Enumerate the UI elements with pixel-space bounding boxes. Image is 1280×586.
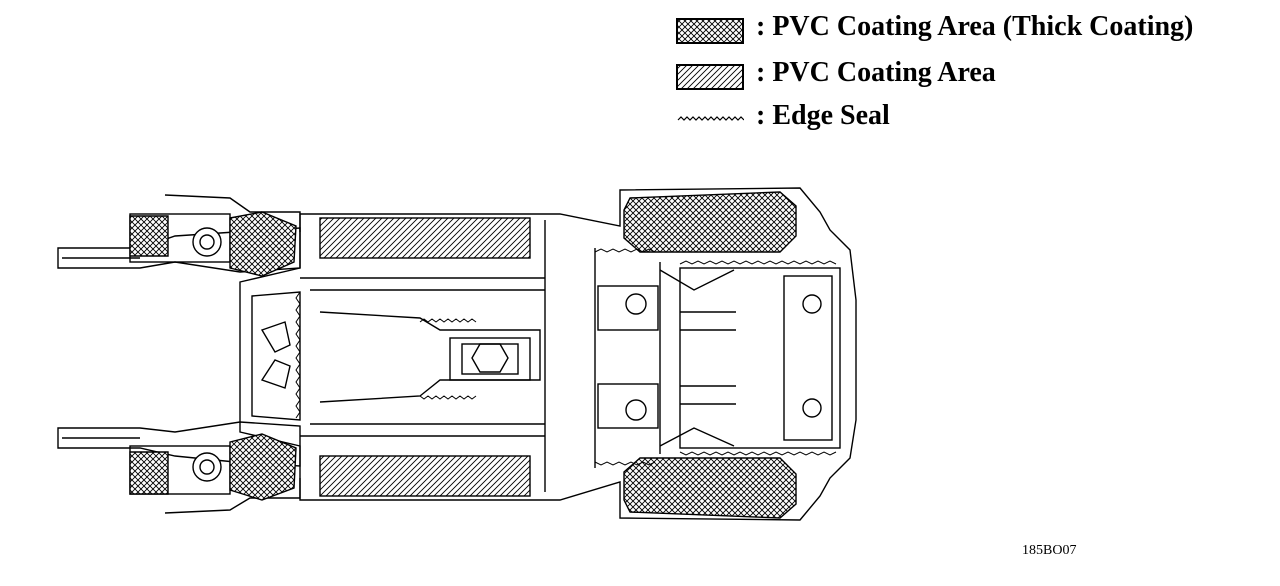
figure-id: 185BO07 [1022,543,1077,558]
thick-coating-rear-wheelwell-upper [623,191,797,253]
thick-coating-front-tower-upper [229,211,297,277]
edge-seal-tunnel-upper [419,318,477,323]
legend-label: : PVC Coating Area (Thick Coating) [756,11,1194,42]
thick-coating-front-left-upper [129,215,169,257]
thick-coating-front-left-lower [129,451,169,495]
rear-frame-box [679,267,841,449]
edge-seal-rear-lower [594,461,656,466]
edge-seal-front [295,291,301,419]
wavy-line-swatch-icon [677,116,744,121]
pvc-coating-rocker-upper [319,217,531,259]
thick-coating-front-tower-lower [229,433,297,501]
body-outline [239,187,857,521]
edge-seal-rear-upper [594,248,656,253]
diagonal-hatch-swatch-icon [676,64,744,90]
legend-label: : PVC Coating Area [756,57,996,88]
legend-label: : Edge Seal [756,100,890,131]
edge-seal-tunnel-lower [419,395,477,400]
edge-seal-rear-frame [679,260,837,265]
cross-hatch-swatch-icon [676,18,744,44]
pvc-coating-rocker-lower [319,455,531,497]
thick-coating-rear-wheelwell-lower [623,457,797,519]
